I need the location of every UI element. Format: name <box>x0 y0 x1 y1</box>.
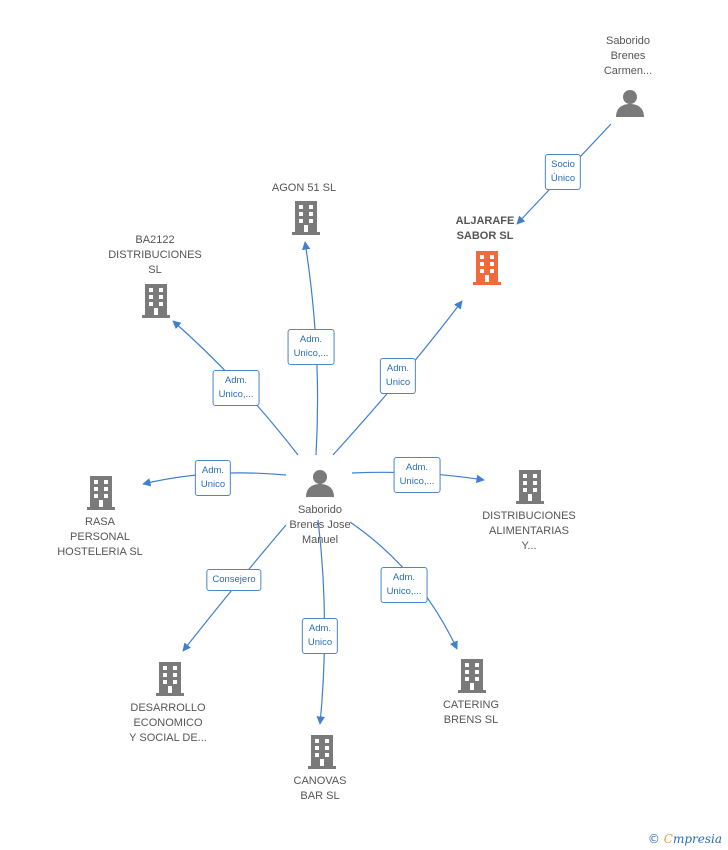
building-icon[interactable] <box>308 735 336 769</box>
node-label-carmen[interactable]: Saborido Brenes Carmen... <box>603 35 653 77</box>
edge-label-center-rasa[interactable]: Adm. Unico <box>194 460 232 496</box>
node-label-center[interactable]: Saborido Brenes Jose Manuel <box>289 504 351 546</box>
node-label-aljarafe[interactable]: ALJARAFE SABOR SL <box>455 215 515 242</box>
node-label-desarrollo[interactable]: DESARROLLO ECONOMICO Y SOCIAL DE... <box>129 702 207 744</box>
edge-label-center-distalim[interactable]: Adm. Unico,... <box>393 457 441 493</box>
edge-label-center-agon[interactable]: Adm. Unico,... <box>287 329 335 365</box>
building-icon[interactable] <box>473 251 501 285</box>
copyright-symbol: © <box>647 832 660 846</box>
building-icon[interactable] <box>458 659 486 693</box>
brand-initial: C <box>663 832 673 846</box>
edge-label-center-aljarafe[interactable]: Adm. Unico <box>379 358 417 394</box>
node-label-canovas[interactable]: CANOVAS BAR SL <box>293 775 347 802</box>
node-label-rasa[interactable]: RASA PERSONAL HOSTELERIA SL <box>57 516 143 558</box>
brand-logo: © Cmpresia <box>648 832 722 846</box>
node-label-distalim[interactable]: DISTRIBUCIONES ALIMENTARIAS Y... <box>482 510 576 552</box>
building-icon[interactable] <box>516 470 544 504</box>
edge-label-center-desarrollo[interactable]: Consejero <box>206 569 262 591</box>
building-icon[interactable] <box>156 662 184 696</box>
edge-label-center-catering[interactable]: Adm. Unico,... <box>380 567 428 603</box>
edge-label-center-ba2122[interactable]: Adm. Unico,... <box>212 370 260 406</box>
building-icon[interactable] <box>142 284 170 318</box>
node-label-catering[interactable]: CATERING BRENS SL <box>442 699 500 726</box>
edge-label-carmen-aljarafe[interactable]: Socio Único <box>544 154 582 190</box>
node-label-ba2122[interactable]: BA2122 DISTRIBUCIONES SL <box>108 234 202 276</box>
building-icon[interactable] <box>87 476 115 510</box>
building-icon[interactable] <box>292 201 320 235</box>
node-label-agon[interactable]: AGON 51 SL <box>271 182 337 194</box>
person-icon[interactable] <box>616 90 644 117</box>
person-icon[interactable] <box>306 470 334 497</box>
brand-name: mpresia <box>672 832 722 846</box>
edge-label-center-canovas[interactable]: Adm. Unico <box>301 618 339 654</box>
